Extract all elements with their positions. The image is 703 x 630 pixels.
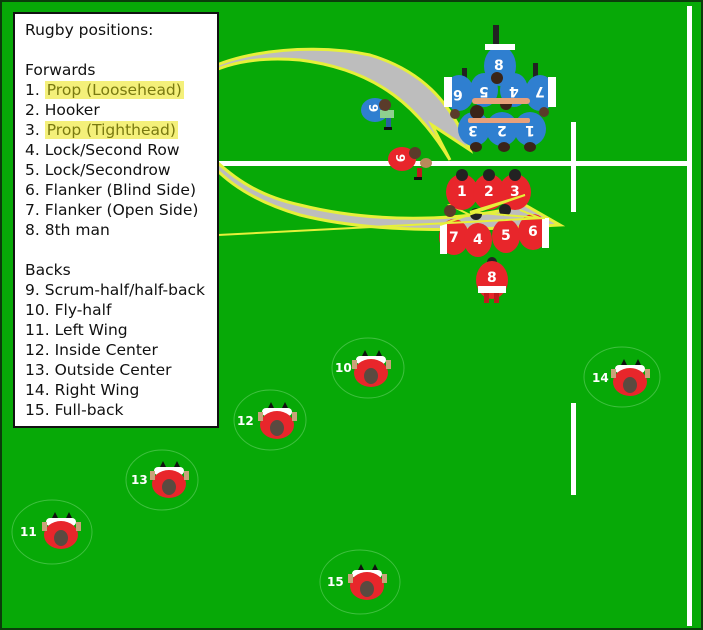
blue-player-9: [361, 98, 394, 130]
red-jersey-number: 8: [487, 270, 497, 286]
red-player-6: [518, 214, 549, 250]
forwards-heading: Forwards: [25, 61, 96, 79]
legend-title: Rugby positions:: [25, 21, 154, 39]
blue-jersey-number-9: 9: [366, 103, 381, 113]
player-label-11: 11: [20, 525, 37, 539]
player-label-14: 14: [592, 371, 609, 385]
legend-item-9: 9. Scrum-half/half-back: [25, 281, 205, 299]
red-player-1: [446, 169, 478, 210]
legend-item-10: 10. Fly-half: [25, 301, 112, 319]
blue-jersey-number: 2: [497, 122, 507, 138]
red-player-13: [150, 461, 189, 498]
positions-legend: Rugby positions: Forwards 1. Prop (Loose…: [13, 12, 219, 428]
legend-item-2: 2. Hooker: [25, 101, 100, 119]
blue-scrum: [444, 25, 556, 152]
touchline: [687, 6, 692, 626]
red-player-10: [352, 350, 391, 387]
blue-jersey-number: 8: [494, 58, 504, 74]
player-label-10: 10: [335, 361, 352, 375]
legend-item-3: 3. Prop (Tighthead): [25, 121, 178, 139]
legend-item-7: 7. Flanker (Open Side): [25, 201, 199, 219]
red-player-2: [473, 169, 505, 210]
highlight-tighthead: Prop (Tighthead): [44, 121, 178, 139]
red-jersey-number: 1: [457, 184, 467, 200]
red-player-9: [388, 147, 432, 180]
arrow-loosehead: [180, 47, 474, 161]
red-jersey-number: 6: [528, 224, 538, 240]
red-jersey-number: 7: [449, 230, 459, 246]
red-player-11: [42, 512, 81, 549]
legend-item-12: 12. Inside Center: [25, 341, 158, 359]
player-label-13: 13: [131, 473, 148, 487]
red-jersey-number: 5: [501, 228, 511, 244]
red-jersey-number-9: 9: [393, 153, 408, 163]
backs-heading: Backs: [25, 261, 71, 279]
highlight-loosehead: Prop (Loosehead): [44, 81, 184, 99]
legend-item-11: 11. Left Wing: [25, 321, 128, 339]
horizontal-line: [218, 161, 690, 166]
blue-jersey-number: 7: [535, 83, 545, 99]
blue-jersey-number: 6: [453, 86, 463, 102]
blue-jersey-number: 1: [525, 122, 535, 138]
red-jersey-number: 2: [484, 184, 494, 200]
legend-item-5: 5. Lock/Secondrow: [25, 161, 171, 179]
blue-jersey-number: 3: [468, 122, 478, 138]
red-jersey-number: 4: [473, 232, 483, 248]
blue-jersey-number: 5: [479, 83, 489, 99]
legend-item-8: 8. 8th man: [25, 221, 110, 239]
red-player-7: [439, 205, 469, 255]
legend-item-14: 14. Right Wing: [25, 381, 140, 399]
red-player-15: [348, 564, 387, 600]
player-label-12: 12: [237, 414, 254, 428]
legend-item-6: 6. Flanker (Blind Side): [25, 181, 196, 199]
legend-item-15: 15. Full-back: [25, 401, 124, 419]
blue-jersey-number: 4: [509, 83, 519, 99]
blue-player-6: [444, 68, 474, 119]
dash-line-top: [571, 122, 576, 212]
red-player-5: [492, 204, 520, 253]
blue-player-7: [525, 63, 556, 117]
red-player-14: [611, 359, 650, 396]
red-player-8: [476, 257, 508, 303]
legend-item-1: 1. Prop (Loosehead): [25, 81, 184, 99]
legend-item-13: 13. Outside Center: [25, 361, 172, 379]
player-rings: [11, 337, 661, 615]
dash-line-bottom: [571, 403, 576, 495]
legend-item-4: 4. Lock/Second Row: [25, 141, 180, 159]
red-player-12: [258, 402, 297, 439]
player-label-15: 15: [327, 575, 344, 589]
red-jersey-number: 3: [510, 184, 520, 200]
red-scrum: [217, 169, 549, 303]
